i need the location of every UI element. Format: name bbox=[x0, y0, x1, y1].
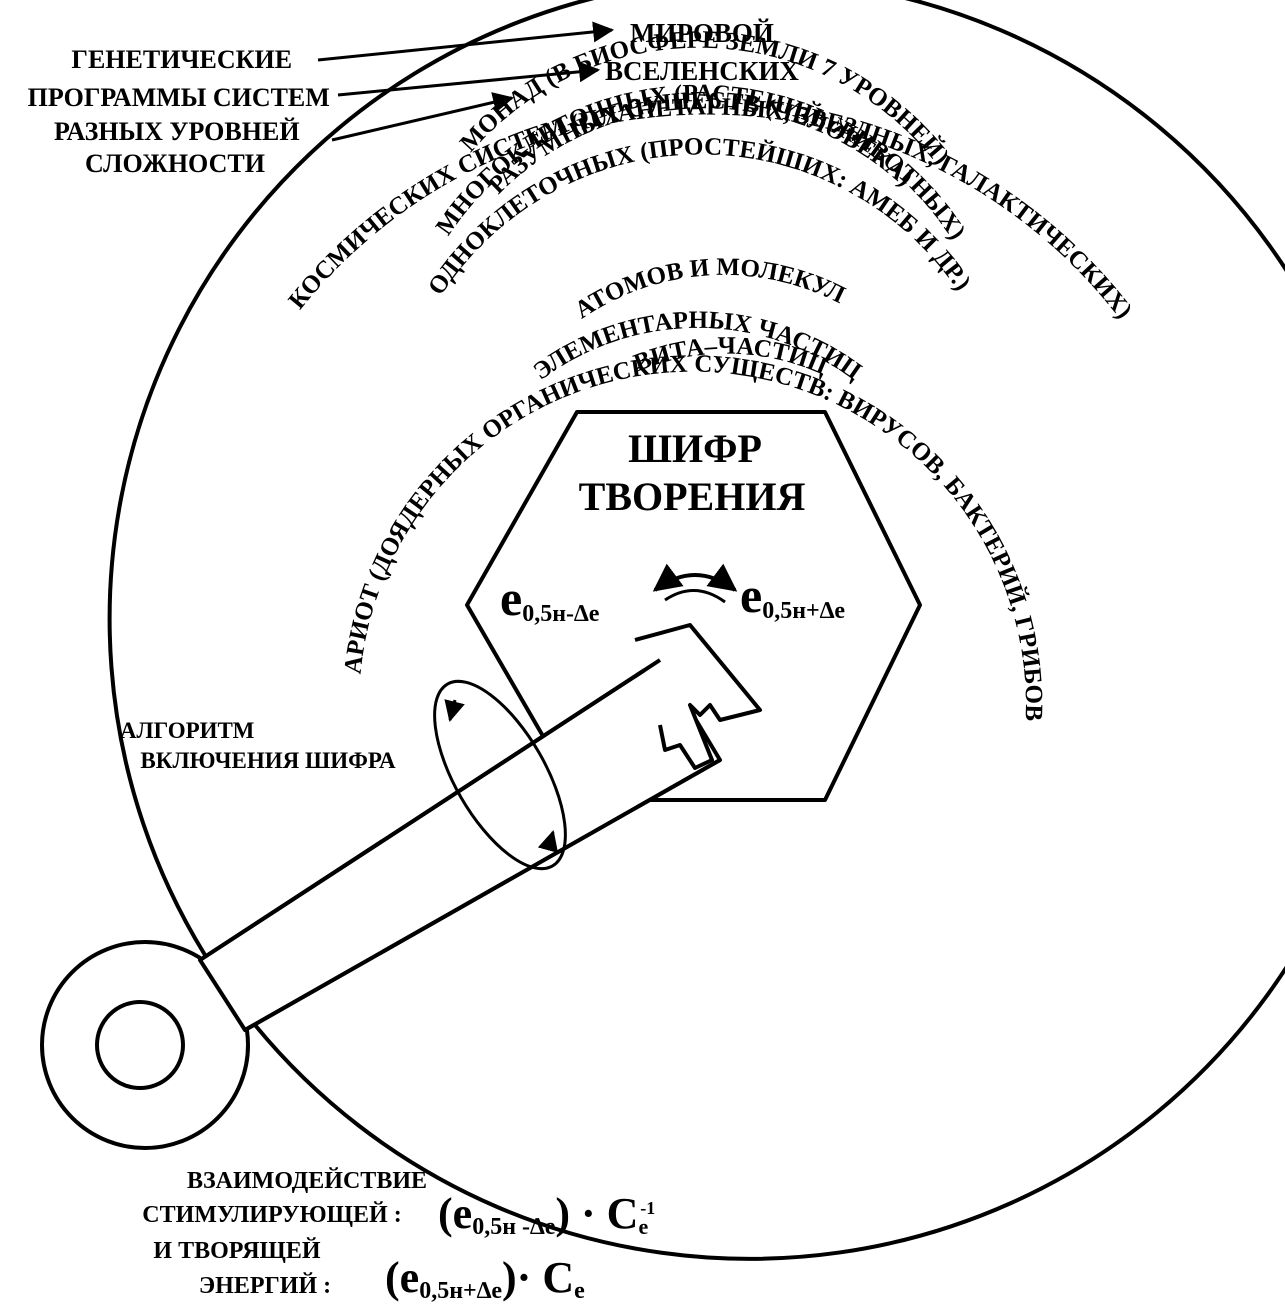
arrow-to-world bbox=[317, 21, 615, 62]
cipher-hexagon bbox=[465, 410, 922, 802]
key-icon bbox=[40, 623, 762, 1150]
cipher-title-line1: ШИФР bbox=[628, 426, 762, 471]
arrow-to-universal bbox=[337, 61, 601, 97]
interaction-line4: ЭНЕРГИЙ : bbox=[199, 1273, 331, 1299]
interaction-line3: И ТВОРЯЩЕЙ bbox=[153, 1238, 321, 1264]
genetic-label-line2: ПРОГРАММЫ СИСТЕМ bbox=[28, 83, 330, 112]
exchange-arrow-bottom bbox=[664, 589, 726, 604]
genetic-label-line4: СЛОЖНОСТИ bbox=[85, 149, 265, 178]
arrow-to-cosmic bbox=[331, 92, 515, 142]
cipher-title-line2: ТВОРЕНИЯ bbox=[579, 474, 806, 519]
exchange-arrow-top bbox=[652, 563, 738, 592]
algorithm-line1: АЛГОРИТМ bbox=[120, 718, 255, 743]
level-universal: ВСЕЛЕНСКИХ bbox=[605, 56, 799, 86]
level-cosmic: КОСМИЧЕСКИХ СИСТЕМ (ПЛАНЕТАРНЫХ, ЗВЕЗДНЫ… bbox=[284, 93, 1138, 323]
cipher-right-formula: e0,5н+∆e bbox=[740, 567, 845, 624]
svg-text:ГЕНЕТИЧЕСКИЕ ПРОГРАММЫ СИС: ГЕНЕТИЧЕСКИЕ ПРОГРАММЫ СИСТЕМ РАЗНЫХ УРО… bbox=[28, 45, 337, 178]
svg-text:АЛГОРИТМ ВКЛЮЧЕНИЯ ШИФРА: АЛГОРИТМ ВКЛЮЧЕНИЯ ШИФРА bbox=[120, 718, 396, 773]
interaction-line1: ВЗАИМОДЕЙСТВИЕ bbox=[187, 1168, 427, 1194]
outer-circle bbox=[107, 0, 1285, 1261]
interaction-line2: СТИМУЛИРУЮЩЕЙ : bbox=[142, 1202, 401, 1228]
level-world: МИРОВОЙ bbox=[630, 18, 774, 48]
creating-energy-formula: (e0,5н+∆e)· Ce bbox=[385, 1253, 585, 1304]
rotation-icon bbox=[433, 679, 567, 871]
genetic-label-line3: РАЗНЫХ УРОВНЕЙ bbox=[54, 117, 300, 146]
stimulating-energy-formula: (e0,5н -∆e) · Ce-1 bbox=[438, 1189, 655, 1240]
cipher-left-formula: e0,5н-∆e bbox=[500, 570, 600, 627]
genetic-label-line1: ГЕНЕТИЧЕСКИЕ bbox=[71, 45, 292, 74]
svg-text:ВЗАИМОДЕЙСТВИЕ СТИМУЛИРУЮЩ: ВЗАИМОДЕЙСТВИЕ СТИМУЛИРУЮЩЕЙ : И ТВОРЯЩЕ… bbox=[142, 1168, 433, 1299]
algorithm-line2: ВКЛЮЧЕНИЯ ШИФРА bbox=[140, 748, 396, 773]
